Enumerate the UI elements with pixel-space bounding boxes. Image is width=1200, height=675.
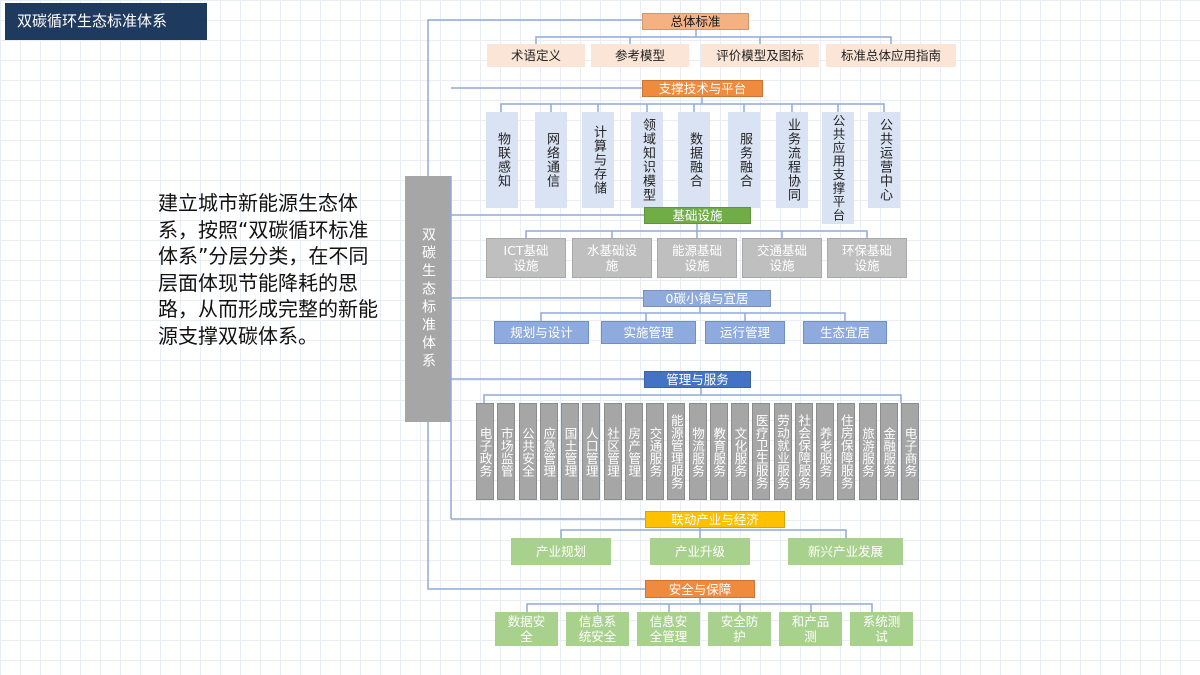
management-item: 能源管理服务 [667,403,686,500]
infra-item-transport: 交通基础设施 [742,238,822,278]
security-item-info-management: 信息安全管理 [637,612,700,646]
overall-standard-header: 总体标准 [642,13,749,30]
management-item: 医疗卫生服务 [752,403,771,500]
zero-carbon-item-ecology: 生态宜居 [803,321,887,344]
infra-item-ict: ICT基础设施 [486,238,566,278]
management-item: 旅游服务 [858,403,877,500]
industry-item-planning: 产业规划 [511,538,611,565]
linked-industry-header: 联动产业与经济 [645,511,785,528]
standard-system-spine: 双碳生态标准体系 [405,176,451,422]
support-tech-header: 支撑技术与平台 [642,80,763,97]
infra-item-energy: 能源基础设施 [657,238,737,278]
security-item-data: 数据安全 [495,612,558,646]
support-item-data-fusion: 数据融合 [678,112,710,208]
management-item: 电子商务 [901,403,919,500]
support-item-domain-model: 领域知识模型 [631,112,663,208]
support-item-network: 网络通信 [535,112,567,208]
industry-item-upgrade: 产业升级 [650,538,750,565]
zero-carbon-item-implementation: 实施管理 [601,321,696,344]
overall-item-terms: 术语定义 [487,44,585,67]
support-item-operation-center: 公共运营中心 [868,112,900,208]
support-item-compute: 计算与存储 [582,112,614,208]
connector-security [427,422,645,590]
industry-item-emerging: 新兴产业发展 [788,538,903,565]
security-item-protection: 安全防护 [708,612,771,646]
security-item-product-test: 和产品测 [779,612,842,646]
support-item-iot: 物联感知 [486,112,518,208]
management-item: 公共安全 [518,403,537,500]
management-item: 应急管理 [539,403,558,500]
support-item-public-platform: 公共应用支撑平台 [822,112,854,224]
management-item: 教育服务 [709,403,728,500]
overall-item-application-guide: 标准总体应用指南 [826,44,956,67]
management-item: 人口管理 [582,403,601,500]
page-title: 双碳循环生态标准体系 [5,3,207,40]
management-item: 养老服务 [816,403,834,500]
management-item: 国土管理 [561,403,579,500]
connector-overall [427,19,642,176]
management-item: 交通服务 [646,403,664,500]
management-item: 劳动就业服务 [773,403,792,500]
management-item: 社会保障服务 [794,403,813,500]
support-item-service-fusion: 服务融合 [728,112,760,208]
management-item: 市场监管 [497,403,516,500]
zero-carbon-item-operation: 运行管理 [705,321,785,344]
management-item: 住房保障服务 [837,403,856,500]
management-item: 电子政务 [476,403,494,500]
security-item-info-system: 信息系统安全 [566,612,629,646]
management-item: 物流服务 [688,403,707,500]
infrastructure-header: 基础设施 [644,207,751,224]
zero-carbon-item-planning: 规划与设计 [494,321,589,344]
management-item: 金融服务 [879,403,898,500]
infra-item-environment: 环保基础设施 [827,238,907,278]
management-item: 文化服务 [731,403,749,500]
support-item-workflow: 业务流程协同 [776,112,808,208]
overall-item-reference-model: 参考模型 [591,44,689,67]
overall-item-evaluation-model: 评价模型及图标 [701,44,819,67]
security-header: 安全与保障 [645,580,755,598]
security-item-system-test: 系统测试 [850,612,913,646]
zero-carbon-town-header: 0碳小镇与宜居 [643,290,771,307]
management-service-header: 管理与服务 [644,371,751,388]
management-item: 社区管理 [603,403,622,500]
infra-item-water: 水基础设施 [572,238,652,278]
management-item: 房产管理 [624,403,643,500]
description-text: 建立城市新能源生态体系，按照“双碳循环标准体系”分层分类，在不同层面体现节能降耗… [158,191,378,348]
